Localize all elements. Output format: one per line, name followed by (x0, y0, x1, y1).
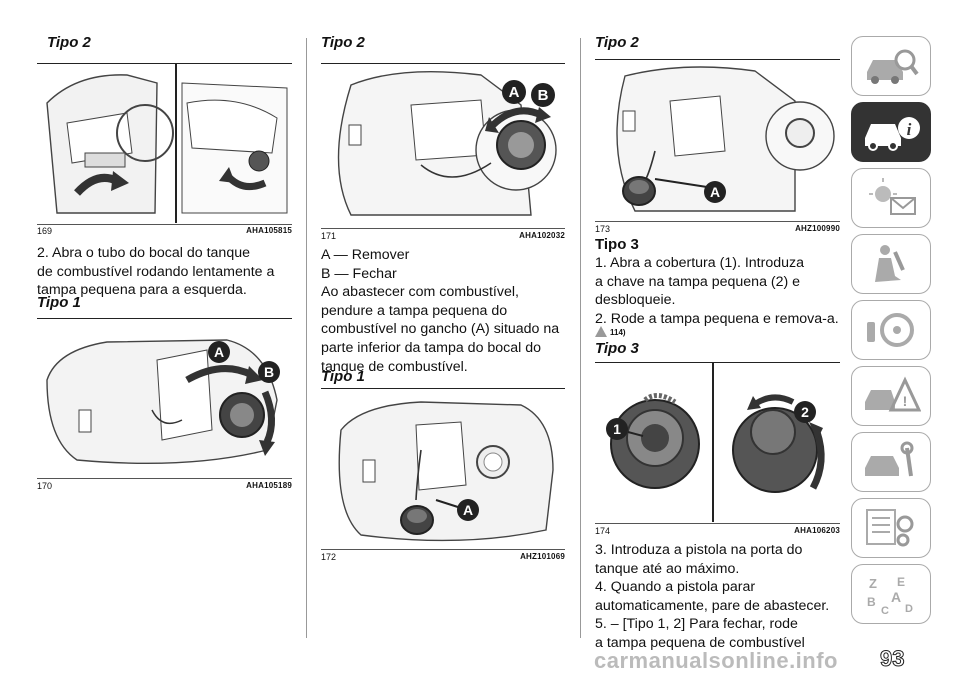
callout-a: A (710, 184, 720, 200)
steps-3-5: 3. Introduza a pistola na porta do tanqu… (595, 542, 830, 651)
figure-174: 1 2 (595, 362, 840, 522)
svg-text:i: i (907, 120, 912, 139)
figure-top-rule (595, 362, 840, 363)
figure-173: A (595, 61, 840, 219)
figure-caption-171: 171 AHA102032 (321, 231, 565, 241)
svg-text:D: D (905, 603, 913, 615)
column-divider (580, 38, 581, 638)
figure-code: AHA105815 (246, 226, 292, 235)
steps-1-2: 1. Abra a cobertura (1). Introduza a cha… (595, 255, 839, 327)
figure-171: A B (321, 65, 565, 227)
column-3: Tipo 2 A 173 AHZ100990 Tipo 3 1. Abra a … (595, 0, 840, 678)
figure-170: A B (37, 320, 292, 478)
figure-top-rule (37, 63, 292, 64)
figure-code: AHZ101069 (520, 552, 565, 561)
car-crash-warning-icon: ! (865, 376, 921, 412)
seat-airbag-icon (875, 245, 905, 282)
callout-1: 1 (613, 421, 621, 437)
heading-tipo-3-italic: Tipo 3 (595, 340, 639, 357)
heading-tipo-2: Tipo 2 (321, 34, 365, 51)
heading-tipo-2: Tipo 2 (47, 34, 91, 51)
figure-number: 174 (595, 526, 611, 536)
svg-text:A: A (891, 589, 901, 605)
figure-bottom-rule (595, 523, 840, 524)
chapter-tabs: i ! (851, 36, 933, 630)
page-number: 93 (879, 646, 905, 672)
figure-bottom-rule (37, 224, 292, 225)
svg-text:Z: Z (869, 576, 877, 591)
svg-text:E: E (897, 575, 905, 589)
settings-list-icon (866, 509, 914, 547)
step-2-text: 2. Abra o tubo do bocal do tanque de com… (37, 245, 275, 299)
warning-triangle-icon (595, 326, 607, 337)
column-2: Tipo 2 A B 171 AHA102032 A — Remover B —… (321, 0, 565, 678)
svg-text:C: C (881, 605, 889, 616)
figure-caption-169: 169 AHA105815 (37, 226, 292, 236)
callout-2: 2 (801, 404, 809, 420)
warning-light-mail-icon (869, 178, 916, 215)
figure-top-rule (595, 59, 840, 60)
figure-caption-173: 173 AHZ100990 (595, 224, 840, 234)
figure-code: AHA105189 (246, 481, 292, 490)
callout-b: B (264, 364, 274, 380)
tab-starting-driving[interactable] (851, 300, 931, 360)
callout-b: B (538, 87, 549, 104)
legend-and-instructions: A — Remover B — Fechar Ao abastecer com … (321, 247, 560, 375)
svg-text:B: B (867, 595, 876, 609)
watermark: carmanualsonline.info (594, 648, 838, 673)
figure-169 (37, 63, 292, 223)
heading-tipo-2: Tipo 2 (595, 34, 639, 51)
figure-bottom-rule (37, 478, 292, 479)
figure-bottom-rule (321, 549, 565, 550)
figure-number: 171 (321, 231, 337, 241)
figure-number: 172 (321, 552, 337, 562)
column-1: Tipo 2 169 AHA105815 2. Abra o tubo do b… (37, 0, 292, 678)
column-divider (306, 38, 307, 638)
figure-number: 173 (595, 224, 611, 234)
tab-maintenance[interactable] (851, 432, 931, 492)
figure-code: AHZ100990 (795, 224, 840, 233)
figure-code: AHA102032 (519, 231, 565, 240)
figure-number: 169 (37, 226, 53, 236)
car-info-icon: i (865, 117, 920, 151)
callout-a: A (463, 502, 473, 518)
figure-top-rule (321, 388, 565, 389)
figure-caption-172: 172 AHZ101069 (321, 552, 565, 562)
tab-car-info[interactable]: i (851, 102, 931, 162)
heading-tipo-1: Tipo 1 (321, 368, 365, 385)
figure-code: AHA106203 (794, 526, 840, 535)
figure-top-rule (321, 63, 565, 64)
tab-safety[interactable] (851, 234, 931, 294)
svg-text:!: ! (903, 393, 908, 409)
alphabet-index-icon: Z E B A C D (867, 575, 913, 616)
figure-bottom-rule (321, 228, 565, 229)
heading-tipo-3: Tipo 3 (595, 236, 639, 253)
tab-index[interactable]: Z E B A C D (851, 564, 931, 624)
tab-warning-lights[interactable] (851, 168, 931, 228)
figure-172: A (321, 390, 565, 548)
heading-tipo-1: Tipo 1 (37, 294, 81, 311)
key-steering-wheel-icon (867, 313, 914, 347)
tab-car-search[interactable] (851, 36, 931, 96)
figure-bottom-rule (595, 221, 840, 222)
tab-emergency[interactable]: ! (851, 366, 931, 426)
figure-caption-170: 170 AHA105189 (37, 481, 292, 491)
warning-reference: 114) (595, 326, 626, 337)
callout-a: A (509, 84, 520, 101)
figure-number: 170 (37, 481, 53, 491)
car-search-icon (867, 49, 919, 84)
figure-top-rule (37, 318, 292, 319)
tab-technical-data[interactable] (851, 498, 931, 558)
callout-a: A (214, 344, 224, 360)
car-wrench-icon (865, 441, 914, 477)
figure-caption-174: 174 AHA106203 (595, 526, 840, 536)
